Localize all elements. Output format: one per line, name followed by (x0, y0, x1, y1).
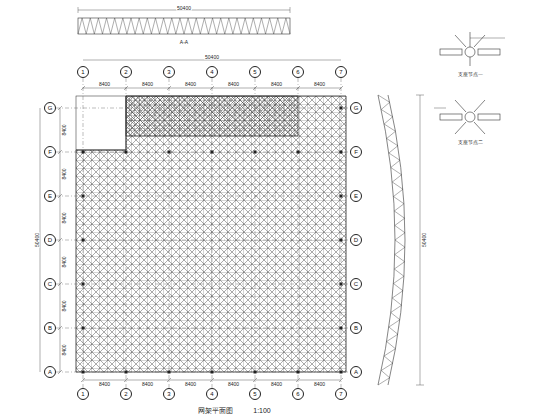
axis-bubble: 5 (249, 388, 261, 400)
axis-number: G (354, 105, 359, 111)
dimension: 8400 (62, 211, 67, 224)
overall-dimension: 50400 (422, 232, 427, 248)
axis-bubble: 6 (292, 66, 304, 78)
axis-number: 1 (81, 69, 84, 75)
axis-bubble: F (44, 146, 56, 158)
axis-number: 6 (296, 391, 299, 397)
overall-dimension: 50400 (176, 6, 192, 11)
axis-number: 4 (210, 69, 213, 75)
axis-bubble: B (44, 322, 56, 334)
axis-number: D (48, 237, 52, 243)
axis-number: C (48, 281, 52, 287)
dimension: 8400 (313, 82, 326, 87)
support-marks (82, 107, 343, 374)
axis-number: B (48, 325, 52, 331)
axis-bubble: 5 (249, 66, 261, 78)
dimension: 8400 (62, 299, 67, 312)
axis-number: F (48, 149, 52, 155)
space-frame-plan (76, 96, 346, 372)
truss-elevation (78, 7, 290, 34)
axis-number: 7 (339, 69, 342, 75)
dimension: 8400 (227, 82, 240, 87)
axis-bubble: 7 (335, 388, 347, 400)
axis-number: E (354, 193, 358, 199)
dimension: 8400 (62, 343, 67, 356)
axis-number: 2 (124, 391, 127, 397)
axis-number: 3 (167, 69, 170, 75)
overall-dimension: 50400 (204, 55, 220, 60)
axis-bubble: 2 (120, 66, 132, 78)
axis-number: G (48, 105, 53, 111)
axis-bubble: 7 (335, 66, 347, 78)
axis-number: D (354, 237, 358, 243)
axis-bubble: E (44, 190, 56, 202)
axis-number: F (354, 149, 358, 155)
axis-bubble: 4 (206, 388, 218, 400)
dimension: 8400 (270, 82, 283, 87)
axis-lines (56, 78, 350, 388)
axis-bubble: A (44, 366, 56, 378)
axis-bubble: 1 (77, 388, 89, 400)
section-mark: A-A (179, 40, 189, 45)
dimension: 8400 (184, 82, 197, 87)
dimension: 8400 (62, 255, 67, 268)
axis-number: C (354, 281, 358, 287)
axis-number: A (354, 369, 358, 375)
axis-number: A (48, 369, 52, 375)
axis-bubble: G (44, 102, 56, 114)
dimension: 8400 (313, 382, 326, 387)
axis-bubble: 2 (120, 388, 132, 400)
axis-bubble: D (44, 234, 56, 246)
axis-number: 5 (253, 391, 256, 397)
axis-bubble: D (350, 234, 362, 246)
axis-bubble: 6 (292, 388, 304, 400)
axis-number: 4 (210, 391, 213, 397)
axis-bubble: E (350, 190, 362, 202)
axis-number: 2 (124, 69, 127, 75)
dimension-lines (40, 60, 424, 385)
axis-bubble: C (44, 278, 56, 290)
joint-detail (434, 32, 505, 134)
dimension: 8400 (184, 382, 197, 387)
dimension: 8400 (141, 82, 154, 87)
detail-title: 支座节点二 (457, 140, 484, 145)
axis-number: 3 (167, 391, 170, 397)
axis-number: 1 (81, 391, 84, 397)
dimension: 8400 (62, 123, 67, 136)
axis-bubble: A (350, 366, 362, 378)
dimension: 8400 (62, 167, 67, 180)
axis-bubble: G (350, 102, 362, 114)
axis-number: B (354, 325, 358, 331)
axis-bubble: 4 (206, 66, 218, 78)
drawing-scale: 1:100 (252, 407, 272, 414)
axis-bubble: 3 (163, 66, 175, 78)
dimension: 8400 (141, 382, 154, 387)
axis-bubble: F (350, 146, 362, 158)
axis-bubble: C (350, 278, 362, 290)
axis-number: 6 (296, 69, 299, 75)
axis-number: E (48, 193, 52, 199)
detail-title: 支座节点一 (457, 72, 484, 77)
axis-bubble: 3 (163, 388, 175, 400)
dimension: 8400 (270, 382, 283, 387)
axis-bubble: 1 (77, 66, 89, 78)
dimension: 8400 (98, 82, 111, 87)
axis-number: 7 (339, 391, 342, 397)
dimension: 8400 (227, 382, 240, 387)
axis-number: 5 (253, 69, 256, 75)
drawing-title: 网架平面图 (197, 407, 234, 414)
overall-dimension: 50400 (35, 232, 40, 248)
arch-truss-elevation (378, 95, 405, 385)
dimension: 8400 (98, 382, 111, 387)
axis-bubble: B (350, 322, 362, 334)
